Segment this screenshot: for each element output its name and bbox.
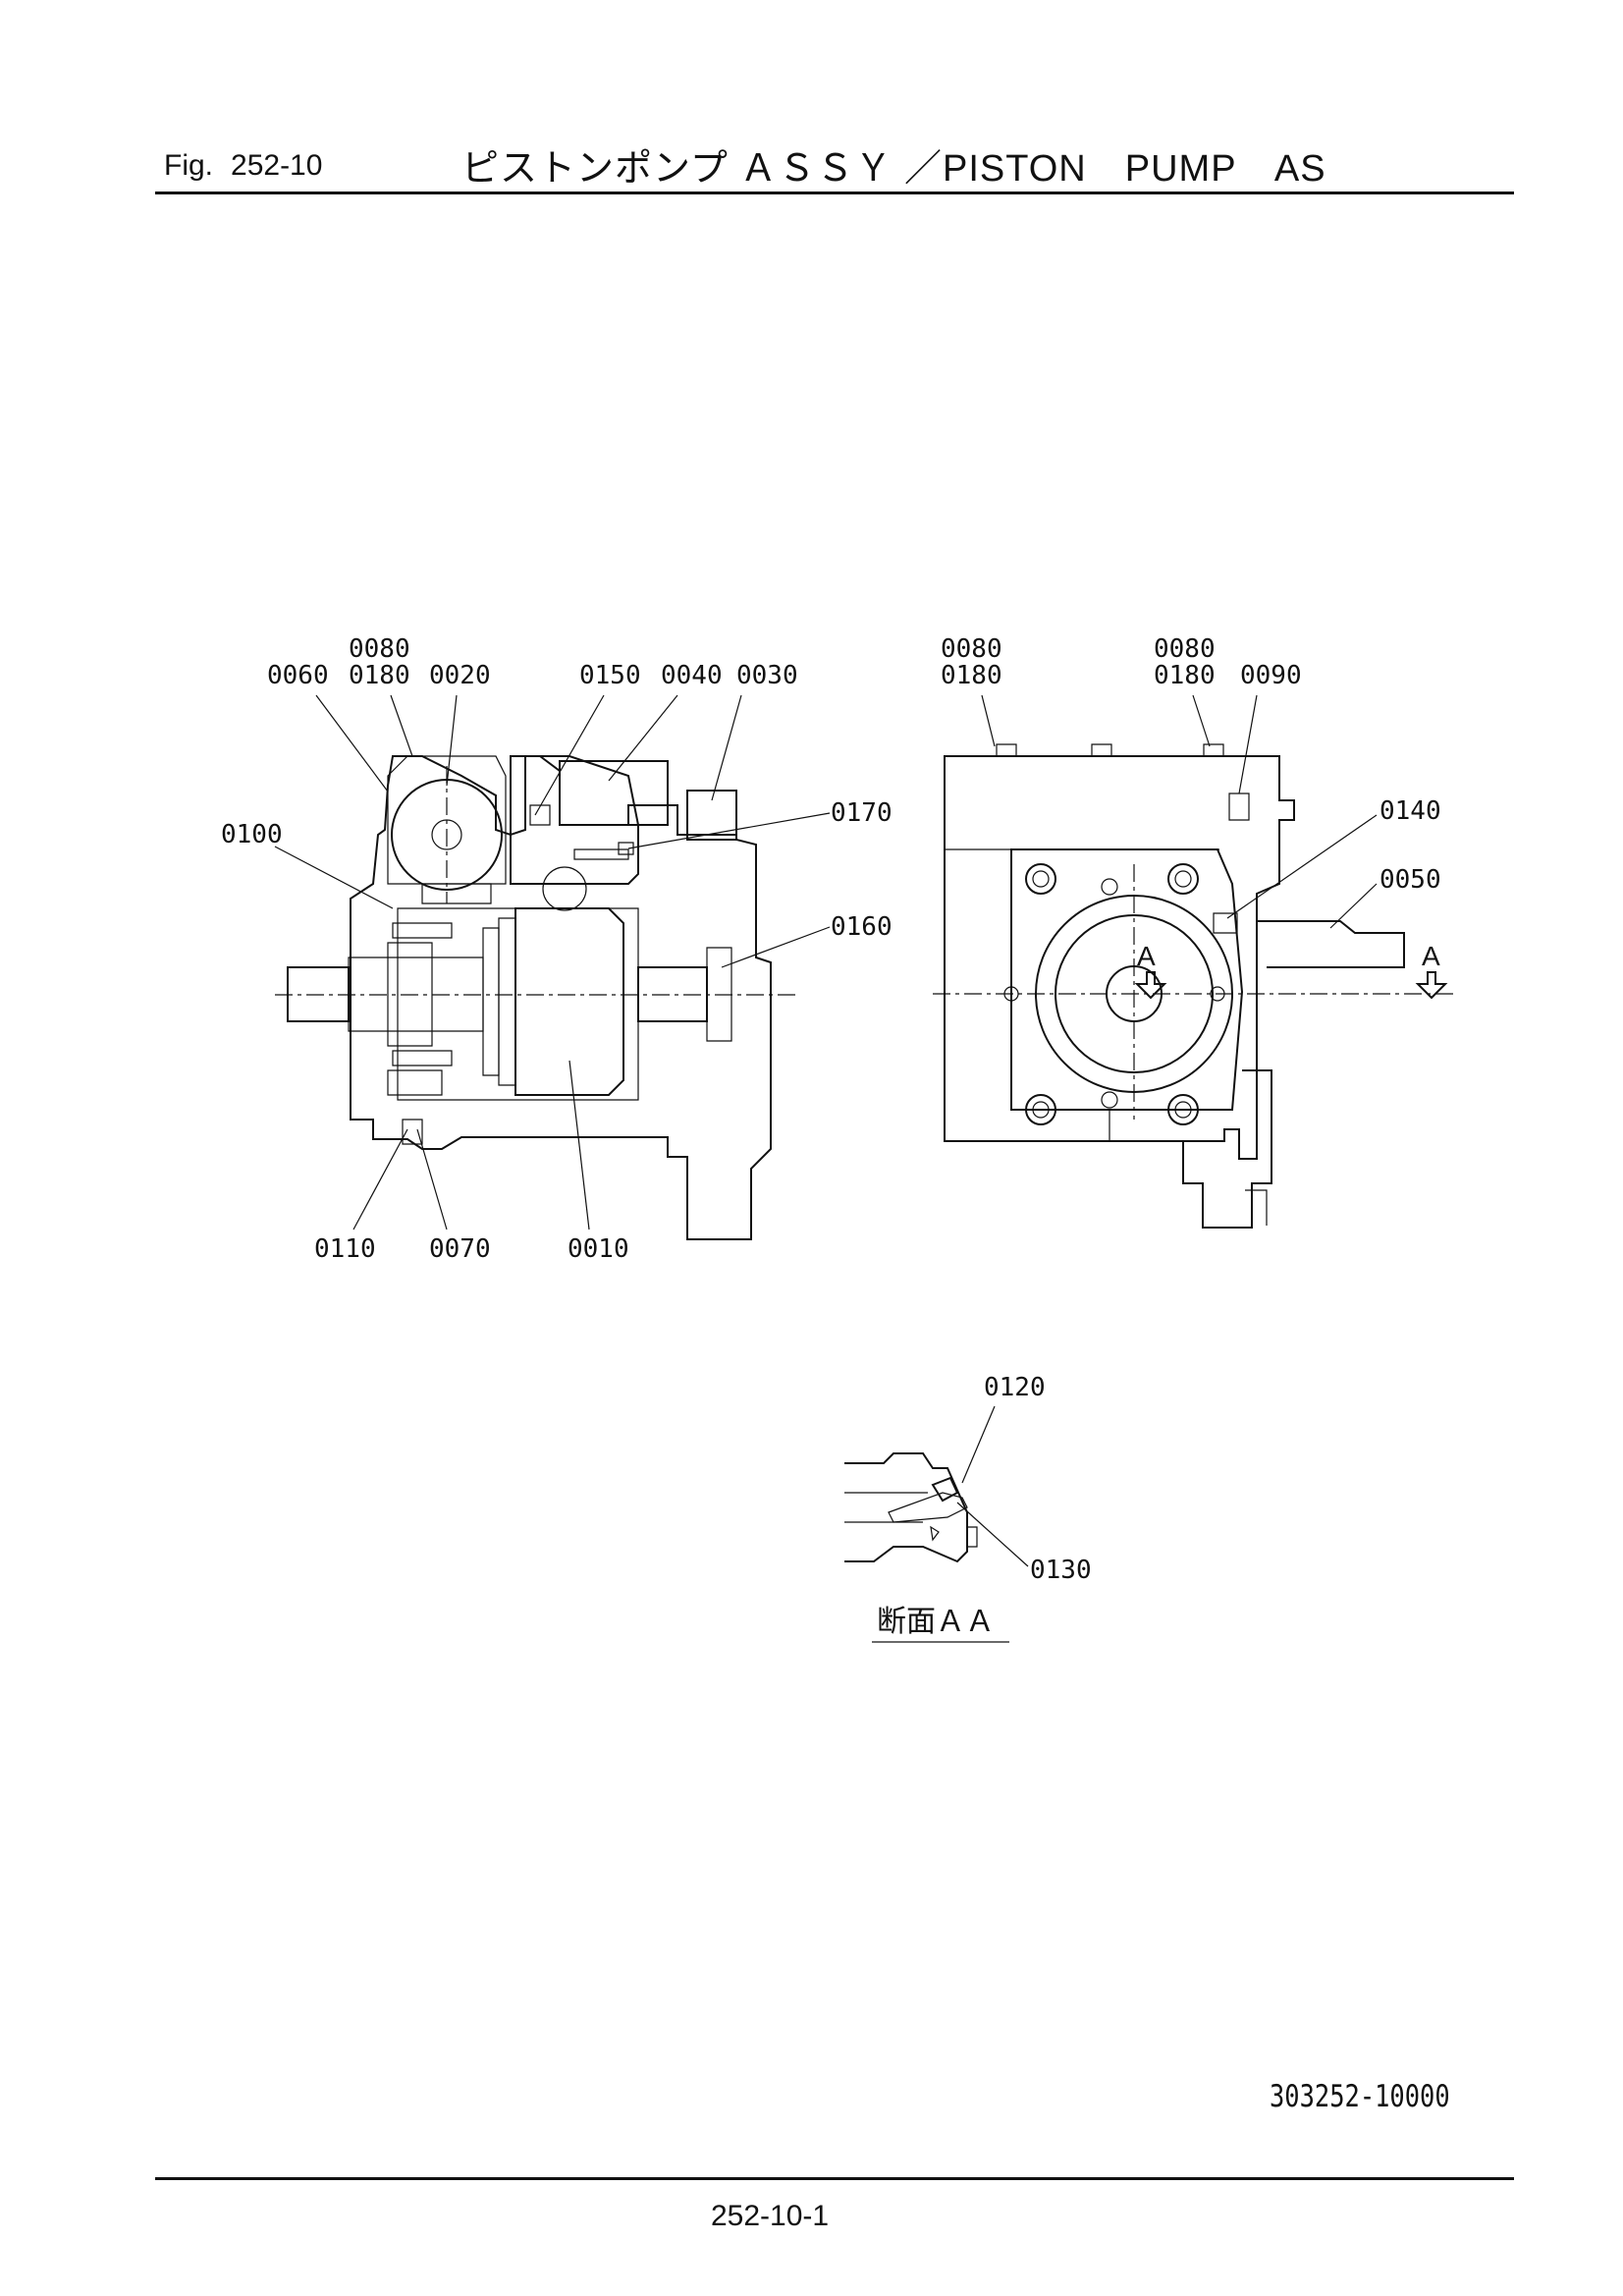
- section-marker-a: A: [1137, 941, 1156, 971]
- callout-0020: 0020: [429, 661, 491, 690]
- side-section-view: [275, 755, 795, 1240]
- callout-0100: 0100: [221, 820, 283, 849]
- figure-label: Fig. 252-10: [164, 149, 340, 183]
- callout-0060: 0060: [267, 661, 329, 690]
- fig-number: 252-10: [231, 149, 323, 182]
- callout-0180: 0180: [1154, 661, 1216, 690]
- page-number: 252-10-1: [711, 2200, 830, 2232]
- callout-0010: 0010: [568, 1234, 629, 1264]
- callout-0130: 0130: [1030, 1556, 1092, 1585]
- callout-0090: 0090: [1240, 661, 1302, 690]
- callout-0050: 0050: [1380, 865, 1441, 895]
- callout-0080: 0080: [941, 634, 1002, 664]
- header-rule: [155, 191, 1514, 194]
- callout-0160: 0160: [831, 912, 893, 942]
- leader-lines: [274, 694, 1378, 1567]
- document-number: 303252-10000: [1270, 2079, 1450, 2114]
- callout-0070: 0070: [429, 1234, 491, 1264]
- front-view: [933, 743, 1453, 1229]
- callout-0120: 0120: [984, 1373, 1046, 1402]
- page-title: ピストンポンプ ＡＳＳＹ ／PISTON PUMP AS: [461, 148, 1326, 190]
- section-aa-detail: [844, 1452, 978, 1563]
- callout-0080: 0080: [1154, 634, 1216, 664]
- fig-prefix: Fig.: [164, 149, 214, 182]
- callout-0180: 0180: [941, 661, 1002, 690]
- callout-0080: 0080: [349, 634, 410, 664]
- callout-0030: 0030: [736, 661, 798, 690]
- callout-0170: 0170: [831, 798, 893, 828]
- footer-rule: [155, 2177, 1514, 2180]
- callout-0140: 0140: [1380, 796, 1441, 826]
- callout-0110: 0110: [314, 1234, 376, 1264]
- callout-0040: 0040: [661, 661, 723, 690]
- callout-0150: 0150: [579, 661, 641, 690]
- section-caption: 断面ＡＡ: [877, 1605, 995, 1639]
- section-marker-a: A: [1422, 941, 1440, 971]
- callout-0180: 0180: [349, 661, 410, 690]
